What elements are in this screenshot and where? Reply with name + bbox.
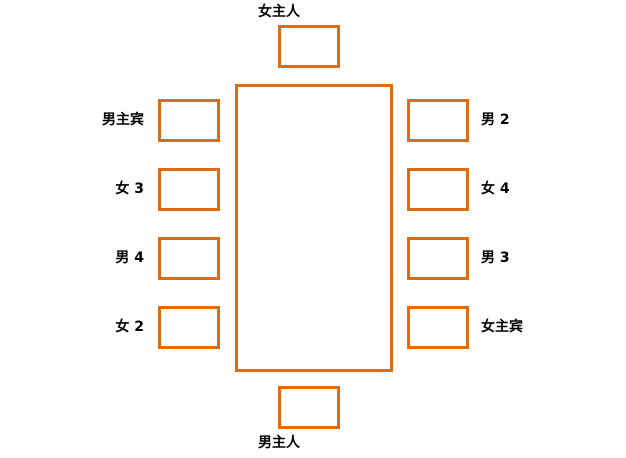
banquet-table	[235, 84, 393, 372]
seat-label-female-2: 女 2	[115, 319, 144, 335]
seat-female-3[interactable]	[158, 168, 220, 211]
seat-label-male-2: 男 2	[481, 112, 510, 128]
seat-male-4[interactable]	[158, 237, 220, 280]
seat-label-female-3: 女 3	[115, 181, 144, 197]
seat-hostess[interactable]	[278, 25, 340, 68]
seat-male-2[interactable]	[407, 99, 469, 142]
seat-label-male-guest-of-honor: 男主宾	[102, 112, 144, 128]
seat-female-guest-of-honor[interactable]	[407, 306, 469, 349]
seat-female-2[interactable]	[158, 306, 220, 349]
seat-label-female-4: 女 4	[481, 181, 510, 197]
seat-host[interactable]	[278, 386, 340, 429]
seat-female-4[interactable]	[407, 168, 469, 211]
seat-label-host: 男主人	[258, 435, 300, 451]
seat-label-female-guest-of-honor: 女主宾	[481, 319, 523, 335]
seat-label-male-4: 男 4	[115, 250, 144, 266]
seat-male-3[interactable]	[407, 237, 469, 280]
seat-male-guest-of-honor[interactable]	[158, 99, 220, 142]
seat-label-hostess: 女主人	[258, 4, 300, 20]
seat-label-male-3: 男 3	[481, 250, 510, 266]
